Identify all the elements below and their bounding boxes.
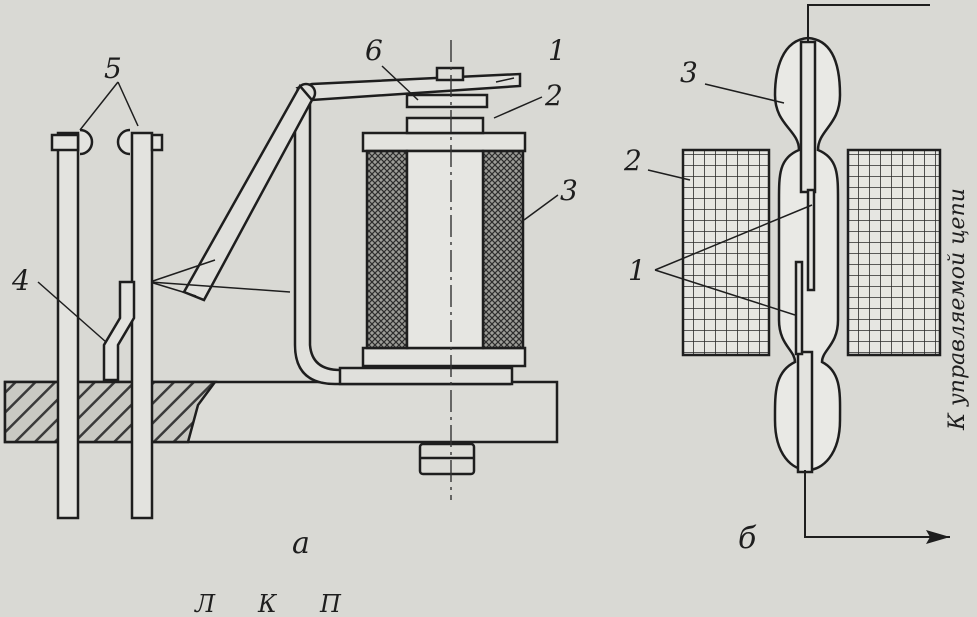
wire-top bbox=[807, 4, 930, 42]
base-hatch-section bbox=[3, 380, 218, 444]
letter-l: Л bbox=[194, 590, 216, 617]
top-nut bbox=[435, 66, 465, 82]
panel-a bbox=[3, 40, 559, 520]
coil-top-flange bbox=[361, 131, 527, 153]
panel-b bbox=[647, 4, 950, 544]
pushrod-arm bbox=[182, 83, 314, 302]
reed-top-blade bbox=[806, 188, 816, 292]
reed-top bbox=[799, 40, 817, 194]
coil-left-winding bbox=[365, 149, 409, 350]
coil-bottom-flange bbox=[361, 346, 527, 368]
contact-spring-left bbox=[56, 131, 80, 520]
caption-b: б bbox=[738, 521, 757, 556]
contact-left bbox=[50, 128, 94, 156]
output-circuit-label: К управляемой цепи bbox=[945, 188, 970, 431]
label-1-reeds: 1 bbox=[628, 254, 646, 287]
label-6: 6 bbox=[365, 34, 383, 67]
reed-bottom bbox=[796, 350, 814, 474]
contact-right bbox=[116, 128, 164, 156]
middle-spring bbox=[102, 280, 136, 382]
label-4: 4 bbox=[11, 264, 30, 297]
caption-a: а bbox=[292, 526, 310, 561]
reed-bottom-blade bbox=[794, 260, 804, 356]
wire-bottom bbox=[804, 470, 950, 538]
label-5: 5 bbox=[104, 52, 122, 85]
label-3-glass: 3 bbox=[680, 56, 698, 89]
gap-plate bbox=[405, 93, 489, 109]
label-3-coil: 3 bbox=[560, 174, 578, 207]
bottom-letters: Л К П bbox=[194, 590, 342, 617]
label-2-core: 2 bbox=[544, 79, 563, 112]
core-top bbox=[405, 116, 485, 135]
arrow-head bbox=[926, 530, 950, 544]
label-1-armature: 1 bbox=[548, 34, 566, 67]
contact-spring-right bbox=[130, 131, 154, 520]
letter-k: К bbox=[257, 590, 278, 617]
coil-right-winding bbox=[481, 149, 525, 350]
yoke-foot bbox=[338, 366, 514, 386]
core bbox=[405, 149, 485, 350]
winding-right bbox=[846, 148, 942, 357]
letter-p: П bbox=[319, 590, 342, 617]
label-2-winding: 2 bbox=[623, 144, 642, 177]
